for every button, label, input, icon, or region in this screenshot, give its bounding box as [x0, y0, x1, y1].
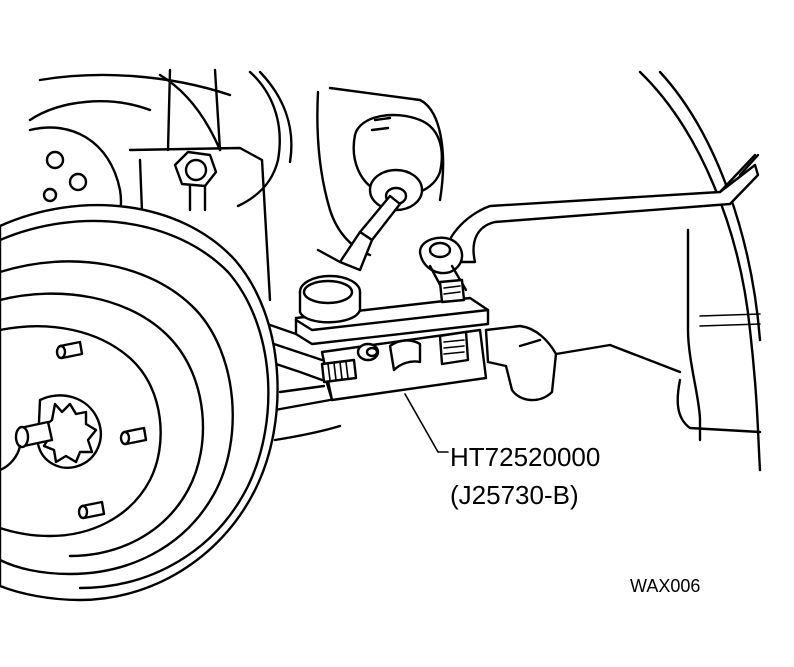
tool-part-number: HT72520000	[450, 442, 600, 472]
brake-rotor	[0, 204, 279, 602]
ball-joint-remover-tool	[294, 274, 682, 402]
callout-leader	[404, 393, 449, 453]
figure-code: WAX006	[630, 576, 700, 596]
mount-bolt	[173, 150, 218, 212]
tool-alt-number: (J25730-B)	[450, 480, 579, 510]
shock-absorber	[316, 86, 445, 272]
lug-studs	[55, 340, 148, 520]
fender-housing	[638, 70, 762, 472]
wrench	[418, 153, 760, 298]
